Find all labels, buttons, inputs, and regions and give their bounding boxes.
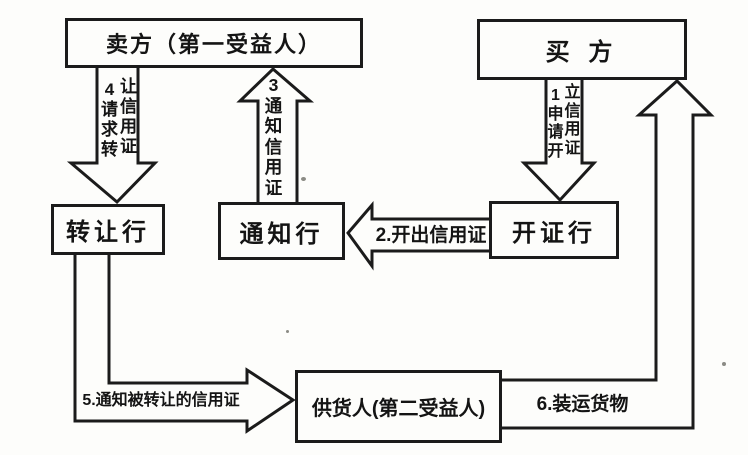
scan-speck: [301, 177, 306, 181]
node-buyer: 买 方: [477, 19, 687, 80]
flow-4-request-transfer-label-col1: 4请求转: [101, 80, 118, 159]
node-buyer-label: 买 方: [545, 39, 619, 66]
scan-speck: [286, 330, 289, 333]
node-issuing-bank-label: 开证行: [512, 219, 596, 247]
node-transfer-bank-label: 转让行: [66, 219, 150, 246]
node-issuing-bank: 开证行: [489, 201, 619, 259]
node-advising-bank-label: 通知行: [239, 220, 324, 248]
flow-4-request-transfer-label-col2: 让信用证: [120, 77, 137, 156]
flow-2-issue-label: 2.开出信用证: [375, 225, 487, 246]
node-supplier-label: 供货人(第二受益人): [311, 398, 486, 420]
node-advising-bank: 通知行: [218, 202, 345, 260]
node-seller: 卖方（第一受益人）: [65, 18, 363, 68]
flow-1-apply-label-col2: 立信用证: [564, 84, 581, 157]
flow-5-advise-transferred-label: 5.通知被转让的信用证: [82, 392, 240, 409]
flow-3-advise-label: 3通知信用证: [264, 75, 283, 198]
arrow-1-apply-icon: [520, 78, 598, 203]
scan-speck: [722, 362, 726, 366]
arrow-6-ship-goods-icon: [500, 78, 715, 430]
arrow-5-advise-transferred-icon: [73, 253, 296, 434]
node-seller-label: 卖方（第一受益人）: [105, 32, 322, 57]
flow-6-ship-goods-label: 6.装运货物: [536, 394, 629, 415]
node-transfer-bank: 转让行: [51, 204, 165, 255]
node-supplier: 供货人(第二受益人): [295, 370, 502, 443]
flow-1-apply-label-col1: 1申请开: [547, 87, 564, 160]
arrow-4-request-transfer-icon: [66, 66, 159, 205]
